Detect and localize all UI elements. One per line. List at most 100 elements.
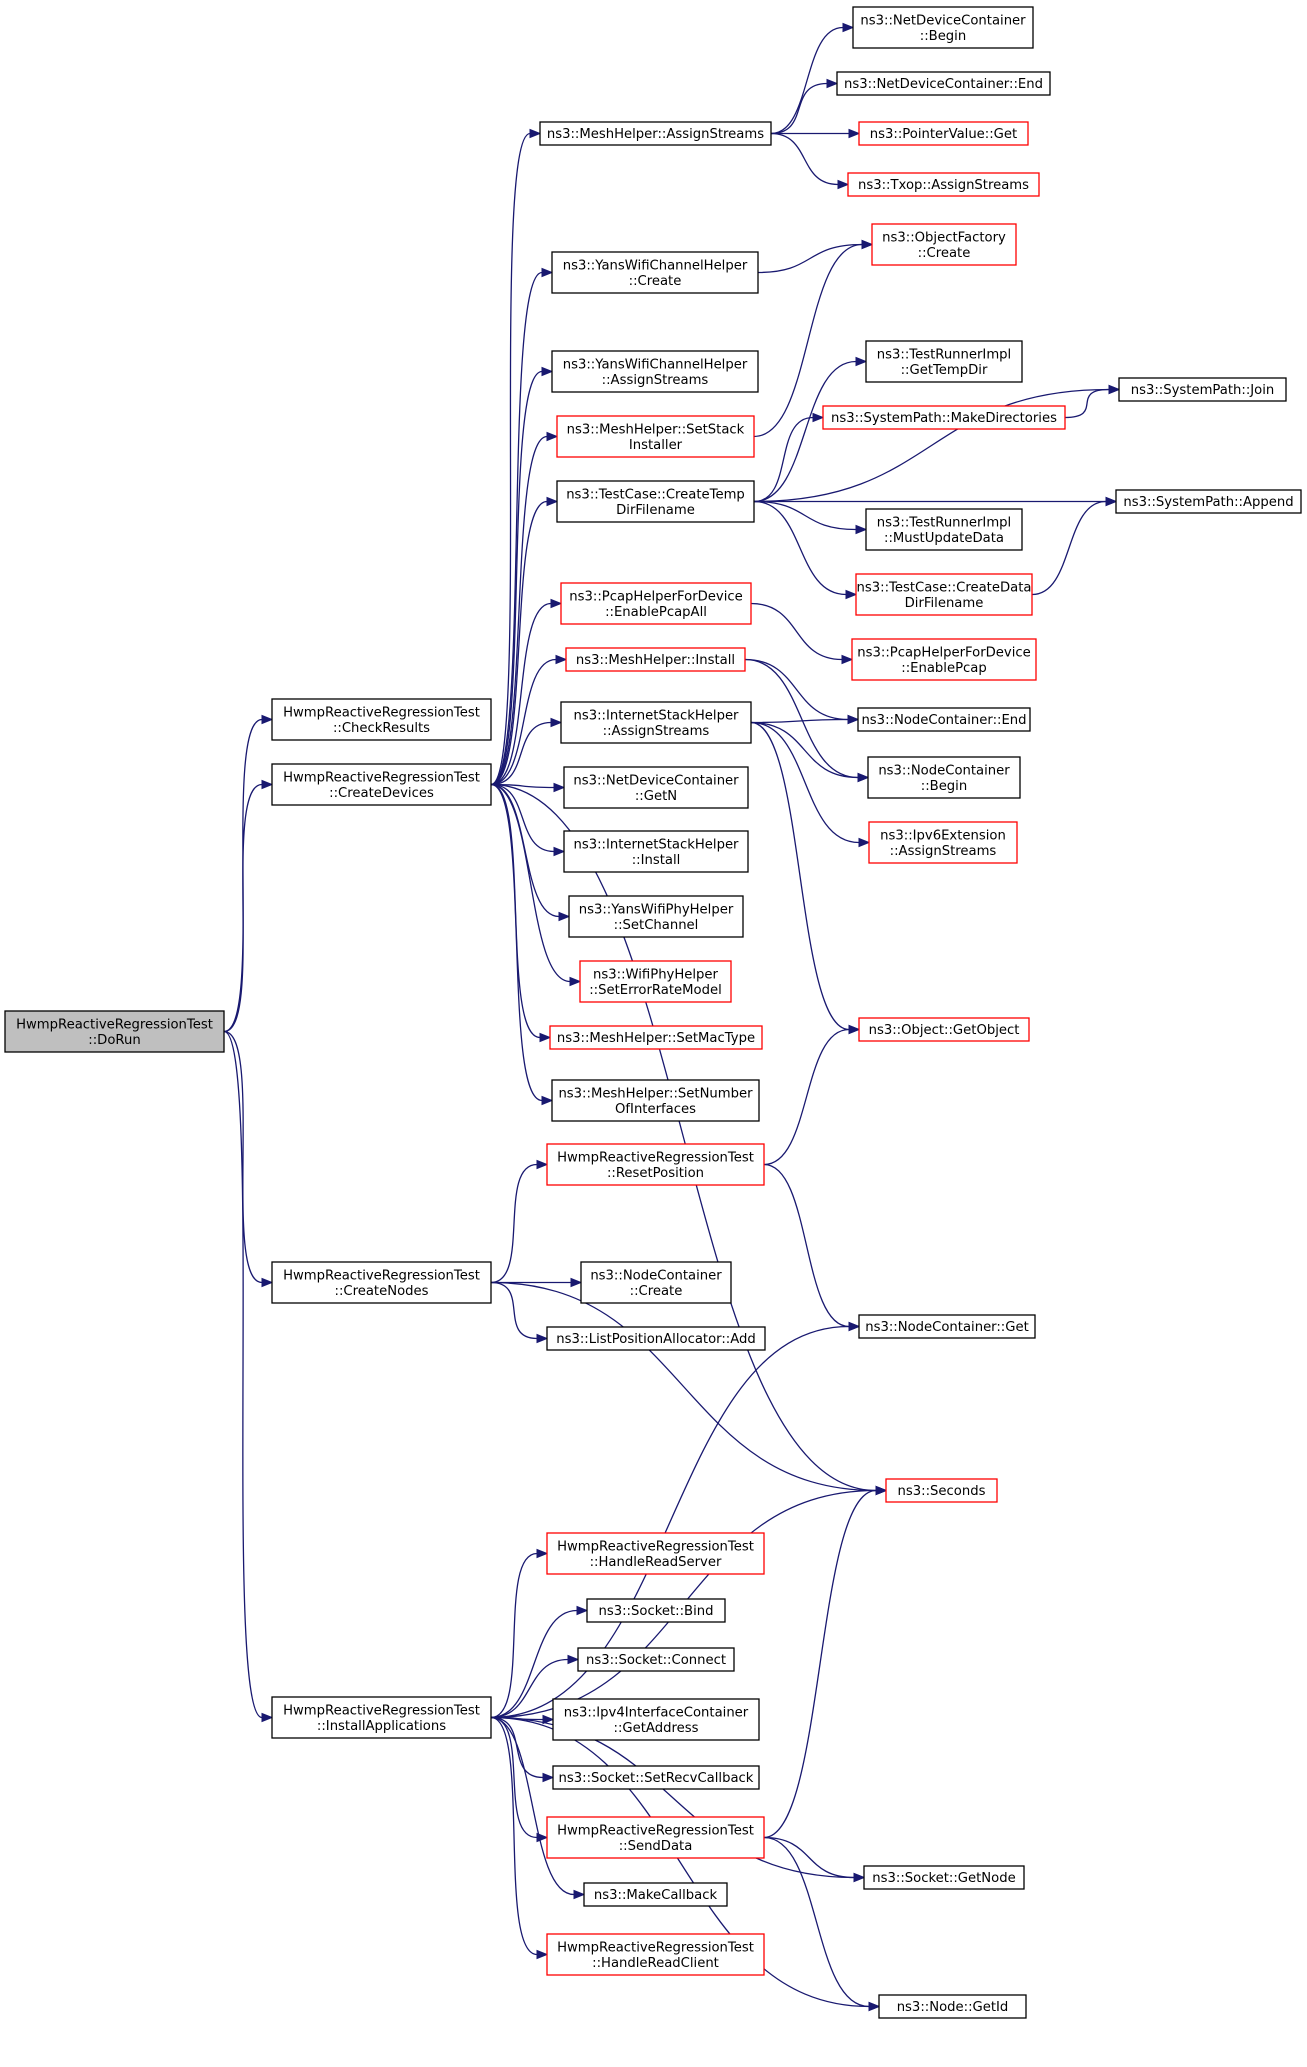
node-box-sock_connect[interactable]: [577, 1647, 735, 1672]
node-sock_setrecv[interactable]: ns3::Socket::SetRecvCallback: [552, 1765, 760, 1790]
node-box-phfd_enable[interactable]: [851, 638, 1037, 681]
node-txop_as[interactable]: ns3::Txop::AssignStreams: [847, 172, 1040, 197]
node-box-senddata[interactable]: [546, 1816, 765, 1859]
node-box-mh_setnumif[interactable]: [551, 1079, 760, 1122]
node-nc_get[interactable]: ns3::NodeContainer::Get: [858, 1314, 1036, 1339]
node-box-dorun[interactable]: [4, 1010, 225, 1053]
node-nc_begin[interactable]: ns3::NodeContainer::Begin: [867, 756, 1021, 799]
node-box-ywch_as[interactable]: [551, 350, 759, 393]
node-checkresults[interactable]: HwmpReactiveRegressionTest::CheckResults: [271, 698, 492, 741]
node-box-sock_setrecv[interactable]: [552, 1765, 760, 1790]
node-box-obj_getobject[interactable]: [858, 1017, 1030, 1042]
node-phfd_enableall[interactable]: ns3::PcapHelperForDevice::EnablePcapAll: [560, 582, 752, 625]
node-box-pv_get[interactable]: [858, 121, 1029, 146]
node-box-tc_createdata[interactable]: [855, 573, 1033, 616]
node-box-tc_createtemp[interactable]: [556, 480, 755, 523]
node-box-nc_end[interactable]: [857, 707, 1031, 732]
node-box-ipv4ic_getaddr[interactable]: [552, 1698, 760, 1741]
node-handleread_server[interactable]: HwmpReactiveRegressionTest::HandleReadSe…: [546, 1532, 765, 1575]
node-box-phfd_enableall[interactable]: [560, 582, 752, 625]
node-mh_assignstreams[interactable]: ns3::MeshHelper::AssignStreams: [539, 121, 772, 146]
node-sp_join[interactable]: ns3::SystemPath::Join: [1118, 377, 1287, 402]
node-tri_mustupdate[interactable]: ns3::TestRunnerImpl::MustUpdateData: [865, 508, 1023, 551]
node-box-sock_getnode[interactable]: [863, 1865, 1025, 1890]
node-sp_makedirs[interactable]: ns3::SystemPath::MakeDirectories: [822, 405, 1066, 430]
node-sock_bind[interactable]: ns3::Socket::Bind: [586, 1598, 726, 1623]
node-box-checkresults[interactable]: [271, 698, 492, 741]
node-box-sp_join[interactable]: [1118, 377, 1287, 402]
node-box-ndc_end[interactable]: [836, 71, 1051, 96]
node-box-makecallback[interactable]: [583, 1882, 728, 1907]
node-ipv4ic_getaddr[interactable]: ns3::Ipv4InterfaceContainer::GetAddress: [552, 1698, 760, 1741]
node-box-ywch_create[interactable]: [551, 251, 759, 294]
node-box-sp_append[interactable]: [1115, 489, 1302, 514]
node-ndc_end[interactable]: ns3::NetDeviceContainer::End: [836, 71, 1051, 96]
node-box-tri_gettempdir[interactable]: [865, 340, 1023, 383]
node-handleread_client[interactable]: HwmpReactiveRegressionTest::HandleReadCl…: [546, 1933, 765, 1976]
node-box-ish_as[interactable]: [560, 701, 752, 744]
node-sp_append[interactable]: ns3::SystemPath::Append: [1115, 489, 1302, 514]
node-ywph_setchannel[interactable]: ns3::YansWifiPhyHelper::SetChannel: [568, 895, 744, 938]
node-makecallback[interactable]: ns3::MakeCallback: [583, 1882, 728, 1907]
node-box-handleread_client[interactable]: [546, 1933, 765, 1976]
node-box-ndc_begin[interactable]: [852, 6, 1034, 49]
node-box-mh_setmactype[interactable]: [549, 1025, 763, 1050]
node-phfd_enable[interactable]: ns3::PcapHelperForDevice::EnablePcap: [851, 638, 1037, 681]
node-box-sp_makedirs[interactable]: [822, 405, 1066, 430]
node-box-nc_begin[interactable]: [867, 756, 1021, 799]
node-createdevices[interactable]: HwmpReactiveRegressionTest::CreateDevice…: [271, 763, 492, 806]
node-ywch_create[interactable]: ns3::YansWifiChannelHelper::Create: [551, 251, 759, 294]
node-resetpos[interactable]: HwmpReactiveRegressionTest::ResetPositio…: [546, 1143, 765, 1186]
node-tri_gettempdir[interactable]: ns3::TestRunnerImpl::GetTempDir: [865, 340, 1023, 383]
node-nc_create[interactable]: ns3::NodeContainer::Create: [580, 1261, 732, 1304]
node-pv_get[interactable]: ns3::PointerValue::Get: [858, 121, 1029, 146]
node-box-installapps[interactable]: [271, 1696, 492, 1739]
node-nc_end[interactable]: ns3::NodeContainer::End: [857, 707, 1031, 732]
node-ndc_begin[interactable]: ns3::NetDeviceContainer::Begin: [852, 6, 1034, 49]
node-box-mh_install[interactable]: [565, 647, 746, 672]
node-ndc_getn[interactable]: ns3::NetDeviceContainer::GetN: [563, 766, 749, 809]
node-dorun[interactable]: HwmpReactiveRegressionTest::DoRun: [4, 1010, 225, 1053]
node-box-mh_setstack[interactable]: [556, 415, 755, 458]
node-createnodes[interactable]: HwmpReactiveRegressionTest::CreateNodes: [271, 1261, 492, 1304]
node-sock_getnode[interactable]: ns3::Socket::GetNode: [863, 1865, 1025, 1890]
node-ywch_as[interactable]: ns3::YansWifiChannelHelper::AssignStream…: [551, 350, 759, 393]
node-box-txop_as[interactable]: [847, 172, 1040, 197]
node-box-seconds[interactable]: [885, 1478, 998, 1503]
node-installapps[interactable]: HwmpReactiveRegressionTest::InstallAppli…: [271, 1696, 492, 1739]
node-ish_as[interactable]: ns3::InternetStackHelper::AssignStreams: [560, 701, 752, 744]
node-ish_install[interactable]: ns3::InternetStackHelper::Install: [563, 830, 749, 873]
node-seconds[interactable]: ns3::Seconds: [885, 1478, 998, 1503]
node-of_create[interactable]: ns3::ObjectFactory::Create: [871, 223, 1017, 266]
node-box-mh_assignstreams[interactable]: [539, 121, 772, 146]
node-box-tri_mustupdate[interactable]: [865, 508, 1023, 551]
node-senddata[interactable]: HwmpReactiveRegressionTest::SendData: [546, 1816, 765, 1859]
node-ipv6ext_as[interactable]: ns3::Ipv6Extension::AssignStreams: [868, 821, 1018, 864]
node-box-sock_bind[interactable]: [586, 1598, 726, 1623]
node-box-createnodes[interactable]: [271, 1261, 492, 1304]
node-box-of_create[interactable]: [871, 223, 1017, 266]
node-obj_getobject[interactable]: ns3::Object::GetObject: [858, 1017, 1030, 1042]
node-box-lpa_add[interactable]: [546, 1326, 766, 1351]
node-box-wph_seterm[interactable]: [579, 960, 732, 1003]
node-box-createdevices[interactable]: [271, 763, 492, 806]
node-box-nc_create[interactable]: [580, 1261, 732, 1304]
node-wph_seterm[interactable]: ns3::WifiPhyHelper::SetErrorRateModel: [579, 960, 732, 1003]
node-box-nc_get[interactable]: [858, 1314, 1036, 1339]
node-lpa_add[interactable]: ns3::ListPositionAllocator::Add: [546, 1326, 766, 1351]
node-box-ish_install[interactable]: [563, 830, 749, 873]
node-sock_connect[interactable]: ns3::Socket::Connect: [577, 1647, 735, 1672]
node-box-node_getid[interactable]: [878, 1994, 1027, 2019]
node-box-ipv6ext_as[interactable]: [868, 821, 1018, 864]
node-mh_setmactype[interactable]: ns3::MeshHelper::SetMacType: [549, 1025, 763, 1050]
node-box-ndc_getn[interactable]: [563, 766, 749, 809]
node-box-handleread_server[interactable]: [546, 1532, 765, 1575]
node-box-resetpos[interactable]: [546, 1143, 765, 1186]
node-mh_install[interactable]: ns3::MeshHelper::Install: [565, 647, 746, 672]
node-node_getid[interactable]: ns3::Node::GetId: [878, 1994, 1027, 2019]
node-box-ywph_setchannel[interactable]: [568, 895, 744, 938]
